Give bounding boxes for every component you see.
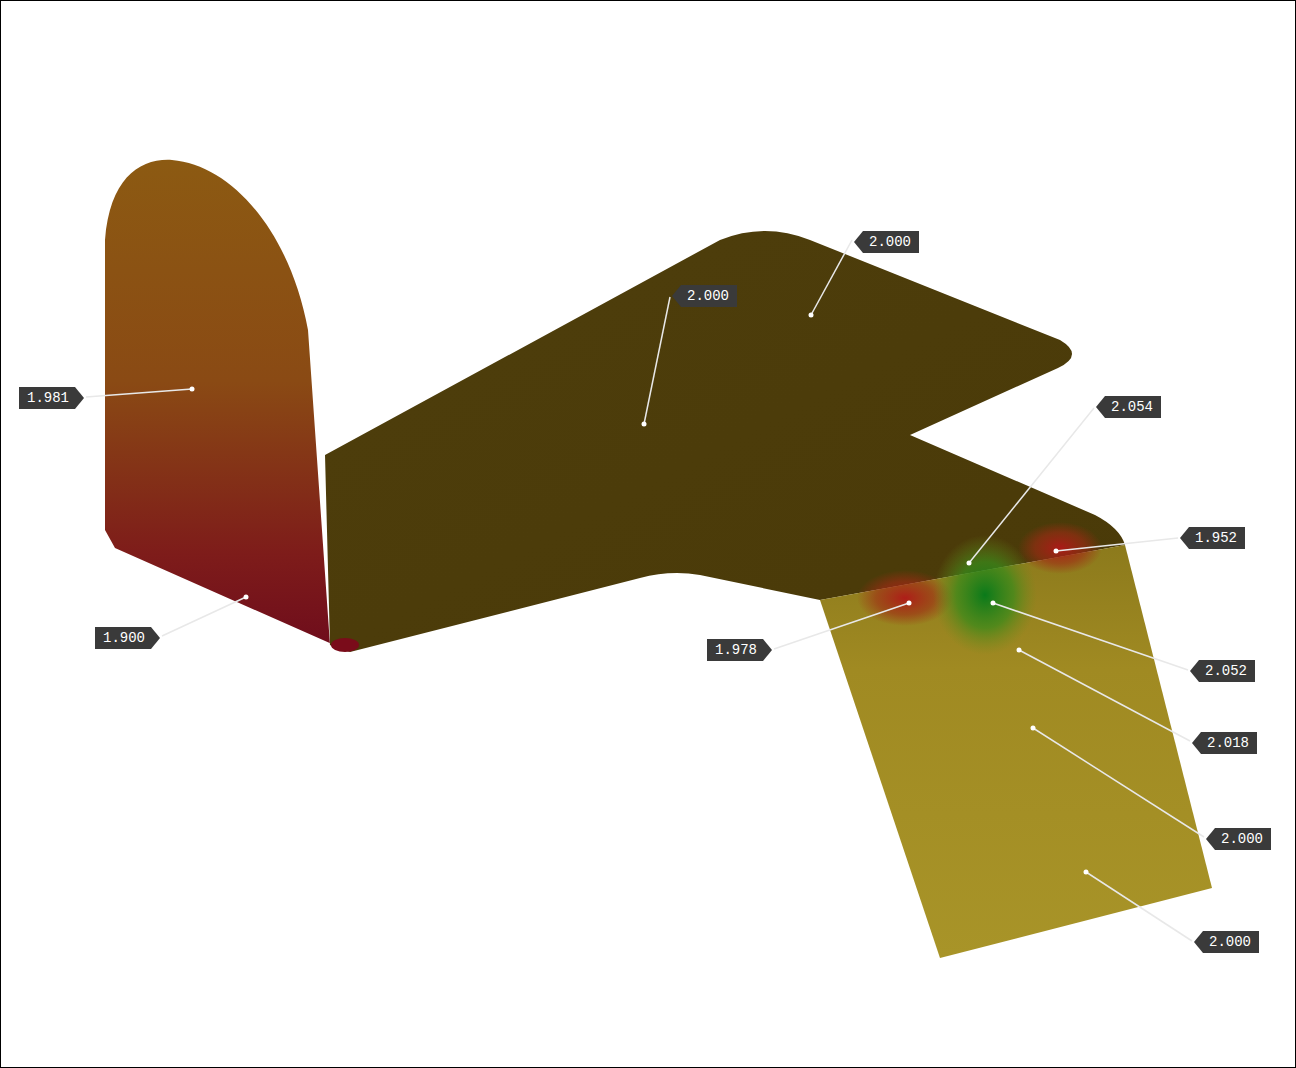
- callout-value: 1.981: [19, 387, 84, 409]
- callout-value: 1.952: [1180, 527, 1245, 549]
- callout-value: 2.054: [1096, 396, 1161, 418]
- callout-value: 1.900: [95, 627, 160, 649]
- measure-points: [190, 313, 1089, 875]
- callout-value: 2.000: [1206, 828, 1271, 850]
- callout-value: 2.000: [672, 285, 737, 307]
- callout-value: 2.018: [1192, 732, 1257, 754]
- leader-lines: [86, 240, 1204, 941]
- callout-value: 2.000: [1194, 931, 1259, 953]
- callout-value: 1.978: [707, 639, 772, 661]
- callout-value: 2.000: [854, 231, 919, 253]
- callout-value: 2.052: [1190, 660, 1255, 682]
